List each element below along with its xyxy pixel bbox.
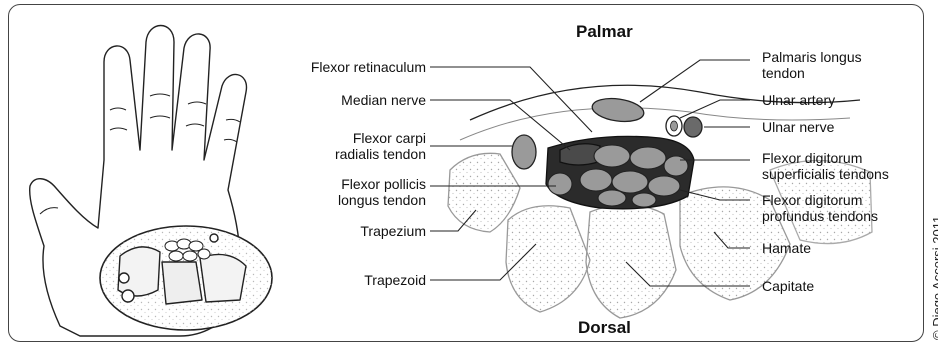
trapezoid-bone bbox=[506, 206, 590, 312]
palmaris-longus-tendon bbox=[591, 95, 646, 124]
hand-drawing bbox=[30, 26, 272, 337]
label-trapezium: Trapezium bbox=[360, 223, 426, 239]
label-trapezoid: Trapezoid bbox=[364, 272, 426, 288]
copyright-credit: © Diego Accorsi 2011 bbox=[930, 216, 938, 340]
ulnar-nerve-shape bbox=[684, 117, 702, 137]
label-palmaris-longus: Palmaris longus tendon bbox=[762, 49, 862, 81]
title-palmar: Palmar bbox=[576, 22, 633, 42]
label-capitate: Capitate bbox=[762, 278, 814, 294]
label-fdp: Flexor digitorum profundus tendons bbox=[762, 192, 878, 224]
title-dorsal: Dorsal bbox=[578, 318, 631, 338]
label-hamate: Hamate bbox=[762, 240, 811, 256]
label-ulnar-nerve: Ulnar nerve bbox=[762, 119, 834, 135]
label-ulnar-artery: Ulnar artery bbox=[762, 92, 835, 108]
label-flexor-pollicis-longus: Flexor pollicis longus tendon bbox=[338, 176, 426, 208]
label-fds: Flexor digitorum superficialis tendons bbox=[762, 150, 889, 182]
label-flexor-carpi-radialis: Flexor carpi radialis tendon bbox=[335, 130, 426, 162]
label-median-nerve: Median nerve bbox=[341, 92, 426, 108]
label-flexor-retinaculum: Flexor retinaculum bbox=[311, 59, 426, 75]
fcr-tendon bbox=[512, 135, 536, 169]
capitate-bone bbox=[586, 204, 676, 318]
